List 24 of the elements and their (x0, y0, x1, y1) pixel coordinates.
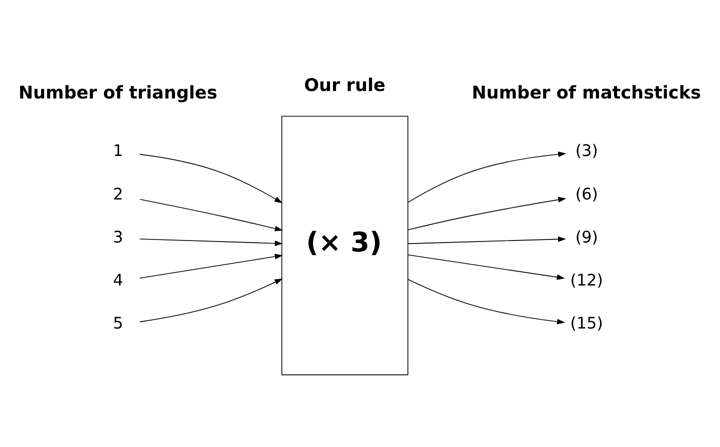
node-text: (3) (575, 140, 598, 160)
arrow (139, 253, 283, 278)
label: Our rule (304, 76, 386, 96)
node-text: 2 (113, 184, 124, 203)
arrow (408, 254, 565, 280)
node-text: (12) (570, 270, 603, 289)
label: Number of matchsticks (472, 82, 701, 103)
node-text: 5 (113, 313, 124, 332)
arrow (408, 150, 566, 202)
node-text: (6) (575, 184, 598, 203)
arrow (139, 278, 283, 322)
node-text: 4 (113, 270, 124, 289)
arrow (139, 238, 283, 246)
node-text: 3 (113, 226, 124, 246)
arrow (139, 153, 283, 203)
node-box: (× 3) (281, 115, 408, 375)
label: Number of triangles (18, 82, 218, 103)
node-text: (9) (575, 226, 598, 246)
arrow (408, 278, 566, 324)
arrow (140, 198, 283, 231)
arrow (408, 236, 566, 244)
node-text: (15) (570, 313, 603, 332)
node-text: 1 (113, 140, 124, 160)
arrow (408, 196, 566, 230)
